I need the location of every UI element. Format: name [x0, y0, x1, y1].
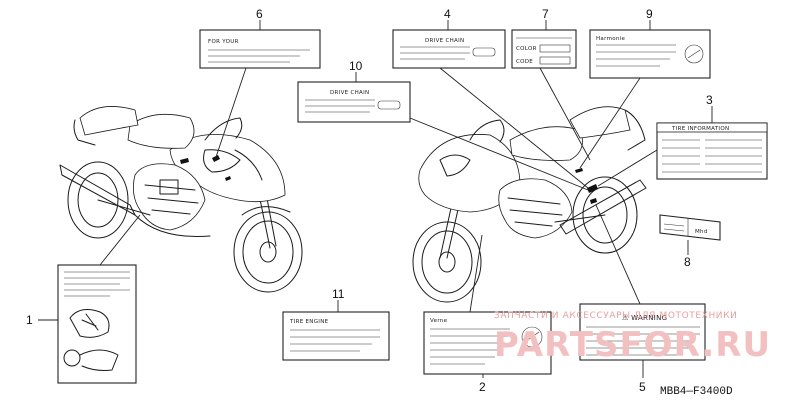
drawing-code: MBB4—F3400D: [660, 386, 733, 398]
callout-1: 1: [26, 313, 33, 327]
label-7-color-text: COLOR: [516, 46, 537, 52]
label-9-text: Harmonie: [596, 36, 626, 42]
motorcycle-right-view: [412, 106, 647, 303]
callout-8: 8: [684, 255, 691, 269]
label-3-text: TIRE INFORMATION: [671, 126, 729, 132]
label-2-text: Verne: [430, 318, 448, 324]
callout-6: 6: [256, 7, 263, 21]
label-8-text: Mhd: [695, 229, 708, 235]
label-7: COLOR CODE: [511, 20, 591, 161]
callout-4: 4: [444, 7, 451, 21]
label-8: Mhd: [659, 214, 721, 255]
label-10-text: DRIVE CHAIN: [330, 90, 369, 96]
label-4: DRIVE CHAIN: [392, 20, 589, 189]
label-11: TIRE ENGINE: [282, 300, 390, 361]
motorcycle-left-view: [59, 106, 303, 293]
label-5: ⚠ WARNING: [579, 204, 706, 378]
label-3: TIRE INFORMATION: [597, 106, 768, 187]
label-7-code-text: CODE: [516, 59, 533, 65]
label-2: Verne: [423, 234, 552, 378]
label-11-text: TIRE ENGINE: [289, 319, 329, 325]
callout-7: 7: [542, 7, 549, 21]
label-1: [38, 214, 141, 384]
label-5-text: ⚠ WARNING: [622, 314, 667, 322]
watermark-logo: PARTSFOR.RU: [494, 325, 771, 365]
label-9: Harmonie: [579, 20, 711, 169]
label-10: DRIVE CHAIN: [297, 72, 589, 191]
callout-numbers: 1 2 3 4 5 6 7 8 9 10 11: [26, 7, 713, 394]
label-4-text: DRIVE CHAIN: [425, 38, 464, 44]
callout-2: 2: [479, 380, 486, 394]
callout-9: 9: [646, 7, 653, 21]
callout-5: 5: [639, 380, 646, 394]
callout-3: 3: [706, 93, 713, 107]
callout-11: 11: [332, 287, 345, 301]
callout-10: 10: [349, 59, 363, 73]
label-6-text: FOR YOUR: [208, 39, 239, 45]
watermark: ЗАПЧАСТИ И АКСЕССУАРЫ ДЛЯ МОТОТЕХНИКИ PA…: [494, 311, 771, 365]
watermark-line1: ЗАПЧАСТИ И АКСЕССУАРЫ ДЛЯ МОТОТЕХНИКИ: [494, 311, 737, 321]
label-6: FOR YOUR: [199, 20, 321, 161]
